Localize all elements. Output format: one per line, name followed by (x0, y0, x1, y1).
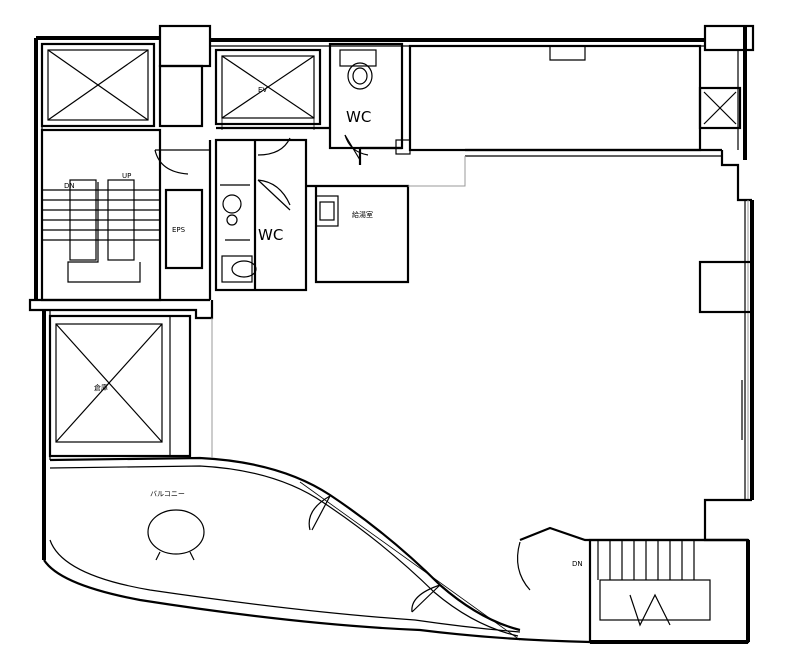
elevator: EV (214, 48, 330, 130)
curve-doors (308, 495, 441, 613)
stair-up-label: UP (122, 172, 131, 180)
stair-right: DN (517, 526, 750, 644)
spare-room-label: 倉庫 (94, 383, 108, 392)
upper-corridor (395, 44, 722, 157)
eps-label: EPS (172, 226, 186, 234)
wc-upper-label: WC (346, 108, 371, 126)
kitchenette: 給湯室 (306, 156, 466, 284)
kitchenette-label: 給湯室 (352, 210, 373, 219)
balcony-label: バルコニー (150, 490, 185, 498)
balcony: バルコニー (147, 490, 205, 561)
column-top-inner (158, 64, 204, 128)
wc-lower-label: WC (258, 226, 283, 244)
column-top (158, 24, 212, 68)
stair2-dn-label: DN (572, 560, 583, 568)
wc-upper: WC (328, 42, 404, 165)
elevator-label: EV (258, 86, 267, 94)
shaft-top-left (40, 42, 156, 128)
spare-room: 倉庫 (48, 314, 192, 458)
stair-dn-label: DN (64, 182, 75, 190)
shaft-top-right (698, 86, 742, 130)
corridor-door (154, 140, 212, 300)
eps: EPS (164, 188, 204, 270)
stair-left: DN UP (40, 128, 162, 302)
curved-partition (49, 456, 521, 641)
wc-lower: WC (214, 137, 308, 292)
